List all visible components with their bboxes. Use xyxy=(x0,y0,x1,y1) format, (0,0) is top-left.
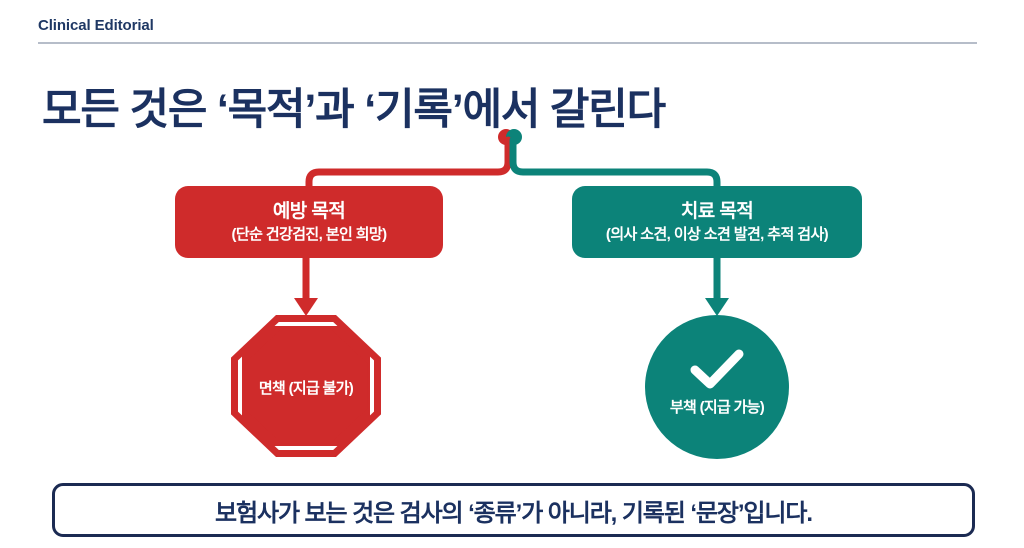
callout-box: 보험사가 보는 것은 검사의 ‘종류’가 아니라, 기록된 ‘문장’입니다. xyxy=(52,483,975,537)
arrow-teal-head xyxy=(705,298,729,316)
outcome-label-allow: 부책 (지급 가능) xyxy=(669,399,765,416)
branch-title-treat: 치료 목적 xyxy=(680,200,754,222)
arrow-red-head xyxy=(294,298,318,316)
branch-title-prevent: 예방 목적 xyxy=(272,200,346,222)
outcome-circle-allow[interactable]: 부책 (지급 가능) xyxy=(645,315,789,459)
callout-text: 보험사가 보는 것은 검사의 ‘종류’가 아니라, 기록된 ‘문장’입니다. xyxy=(215,499,813,527)
octagon-inner-border xyxy=(238,322,374,450)
page-title: 모든 것은 ‘목적’과 ‘기록’에서 갈린다 xyxy=(42,85,666,134)
eyebrow-label: Clinical Editorial xyxy=(38,17,154,34)
outcome-label-deny: 면책 (지급 불가) xyxy=(258,380,354,397)
branch-subtitle-treat: (의사 소견, 이상 소견 발견, 추적 검사) xyxy=(605,226,829,243)
outcome-octagon-deny[interactable]: 면책 (지급 불가) xyxy=(231,315,381,457)
check-icon xyxy=(690,349,744,389)
branch-box-prevent[interactable]: 예방 목적 (단순 건강검진, 본인 희망) xyxy=(175,186,443,258)
circle-background xyxy=(645,315,789,459)
branch-subtitle-prevent: (단순 건강검진, 본인 희망) xyxy=(231,226,387,243)
connector-red xyxy=(305,136,512,190)
connector-teal xyxy=(509,136,721,190)
branch-box-treat[interactable]: 치료 목적 (의사 소견, 이상 소견 발견, 추적 검사) xyxy=(572,186,862,258)
header-divider xyxy=(38,42,977,44)
